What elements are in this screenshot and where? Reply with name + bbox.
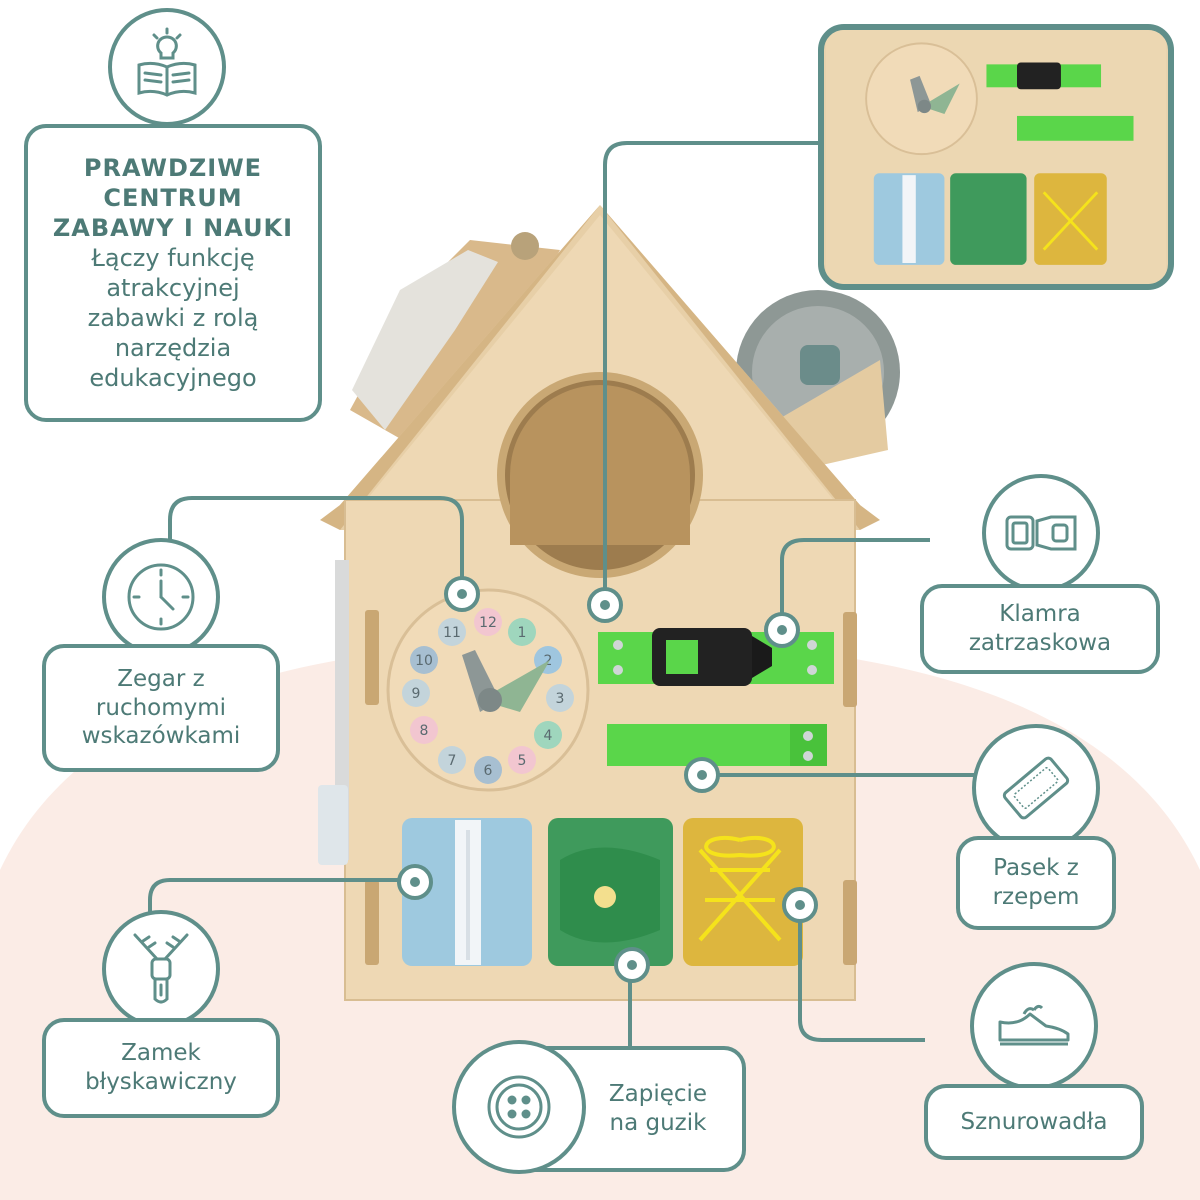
clock-label-line-1: Zegar z [117, 665, 205, 692]
zipper-label-line-1: Zamek [121, 1040, 201, 1067]
svg-text:9: 9 [412, 686, 421, 702]
intro-card: PRAWDZIWE CENTRUM ZABAWY I NAUKI Łączy f… [24, 124, 322, 422]
clock-number-circles [402, 608, 574, 784]
svg-text:4: 4 [544, 728, 553, 744]
clock-card: Zegar z ruchomymi wskazówkami [42, 644, 280, 772]
laces-card: Sznurowadła [924, 1084, 1144, 1160]
sewing-button [594, 886, 616, 908]
detail-inset [818, 24, 1174, 290]
svg-text:8: 8 [420, 723, 429, 739]
sewing-button-icon [487, 1075, 551, 1139]
zipper-icon-circle [102, 910, 220, 1028]
left-knob [511, 232, 539, 260]
buckle-card: Klamra zatrzaskowa [920, 584, 1160, 674]
svg-text:12: 12 [479, 615, 497, 631]
svg-text:3: 3 [556, 691, 565, 707]
reading-book-lightbulb-icon [137, 27, 197, 97]
laces-icon-circle [970, 962, 1098, 1090]
svg-text:1: 1 [518, 625, 527, 641]
shoelace [704, 835, 776, 858]
inset-illustration [826, 30, 1166, 284]
button-icon-circle [452, 1040, 586, 1174]
intro-title-line-3: ZABAWY I NAUKI [52, 214, 294, 242]
intro-body-line-2: atrakcyjnej [106, 274, 240, 302]
connector-lines [148, 141, 980, 1050]
svg-text:2: 2 [544, 653, 553, 669]
clock-label-line-2: ruchomymi [95, 694, 227, 721]
velcro-label-line-2: rzepem [992, 884, 1080, 910]
velcro-card: Pasek z rzepem [956, 836, 1116, 930]
intro-icon-circle [108, 8, 226, 126]
svg-text:5: 5 [518, 753, 527, 769]
left-side-panel [352, 250, 498, 430]
music-box [318, 785, 348, 865]
intro-title-line-2: CENTRUM [103, 184, 243, 212]
intro-body-line-5: edukacyjnego [89, 364, 257, 392]
clock-label-line-3: wskazówkami [81, 723, 241, 750]
buckle-icon [1005, 515, 1077, 551]
buckle-label-line-1: Klamra [999, 601, 1081, 628]
intro-body-line-1: Łączy funkcję [91, 244, 255, 272]
sneaker-icon [998, 1004, 1070, 1046]
velcro-patch-icon [1002, 756, 1070, 820]
zipper-label-line-2: błyskawiczny [85, 1069, 237, 1095]
buckle-icon-circle [982, 474, 1100, 592]
svg-text:10: 10 [415, 653, 433, 669]
zipper-card: Zamek błyskawiczny [42, 1018, 280, 1118]
clock-numbers: 12 1 2 3 4 5 6 7 8 9 10 11 [412, 615, 565, 779]
gear-handle [800, 345, 840, 385]
intro-body-line-4: narzędzia [114, 334, 232, 362]
buckle-label-line-2: zatrzaskowa [968, 630, 1112, 656]
intro-title-line-1: PRAWDZIWE [83, 154, 263, 182]
intro-body-line-3: zabawki z rolą [87, 304, 259, 332]
velcro-icon-circle [972, 724, 1100, 852]
zipper-icon [133, 933, 189, 1004]
connector-dots [397, 576, 818, 983]
clock-icon-circle [102, 538, 220, 656]
svg-text:6: 6 [484, 763, 493, 779]
clock-icon [127, 563, 195, 631]
svg-text:11: 11 [443, 625, 461, 641]
button-label-line-2: na guzik [609, 1110, 707, 1136]
laces-label-line-1: Sznurowadła [960, 1108, 1108, 1135]
velcro-label-line-1: Pasek z [993, 855, 1079, 882]
svg-text:7: 7 [448, 753, 457, 769]
button-label-line-1: Zapięcie [608, 1081, 708, 1108]
